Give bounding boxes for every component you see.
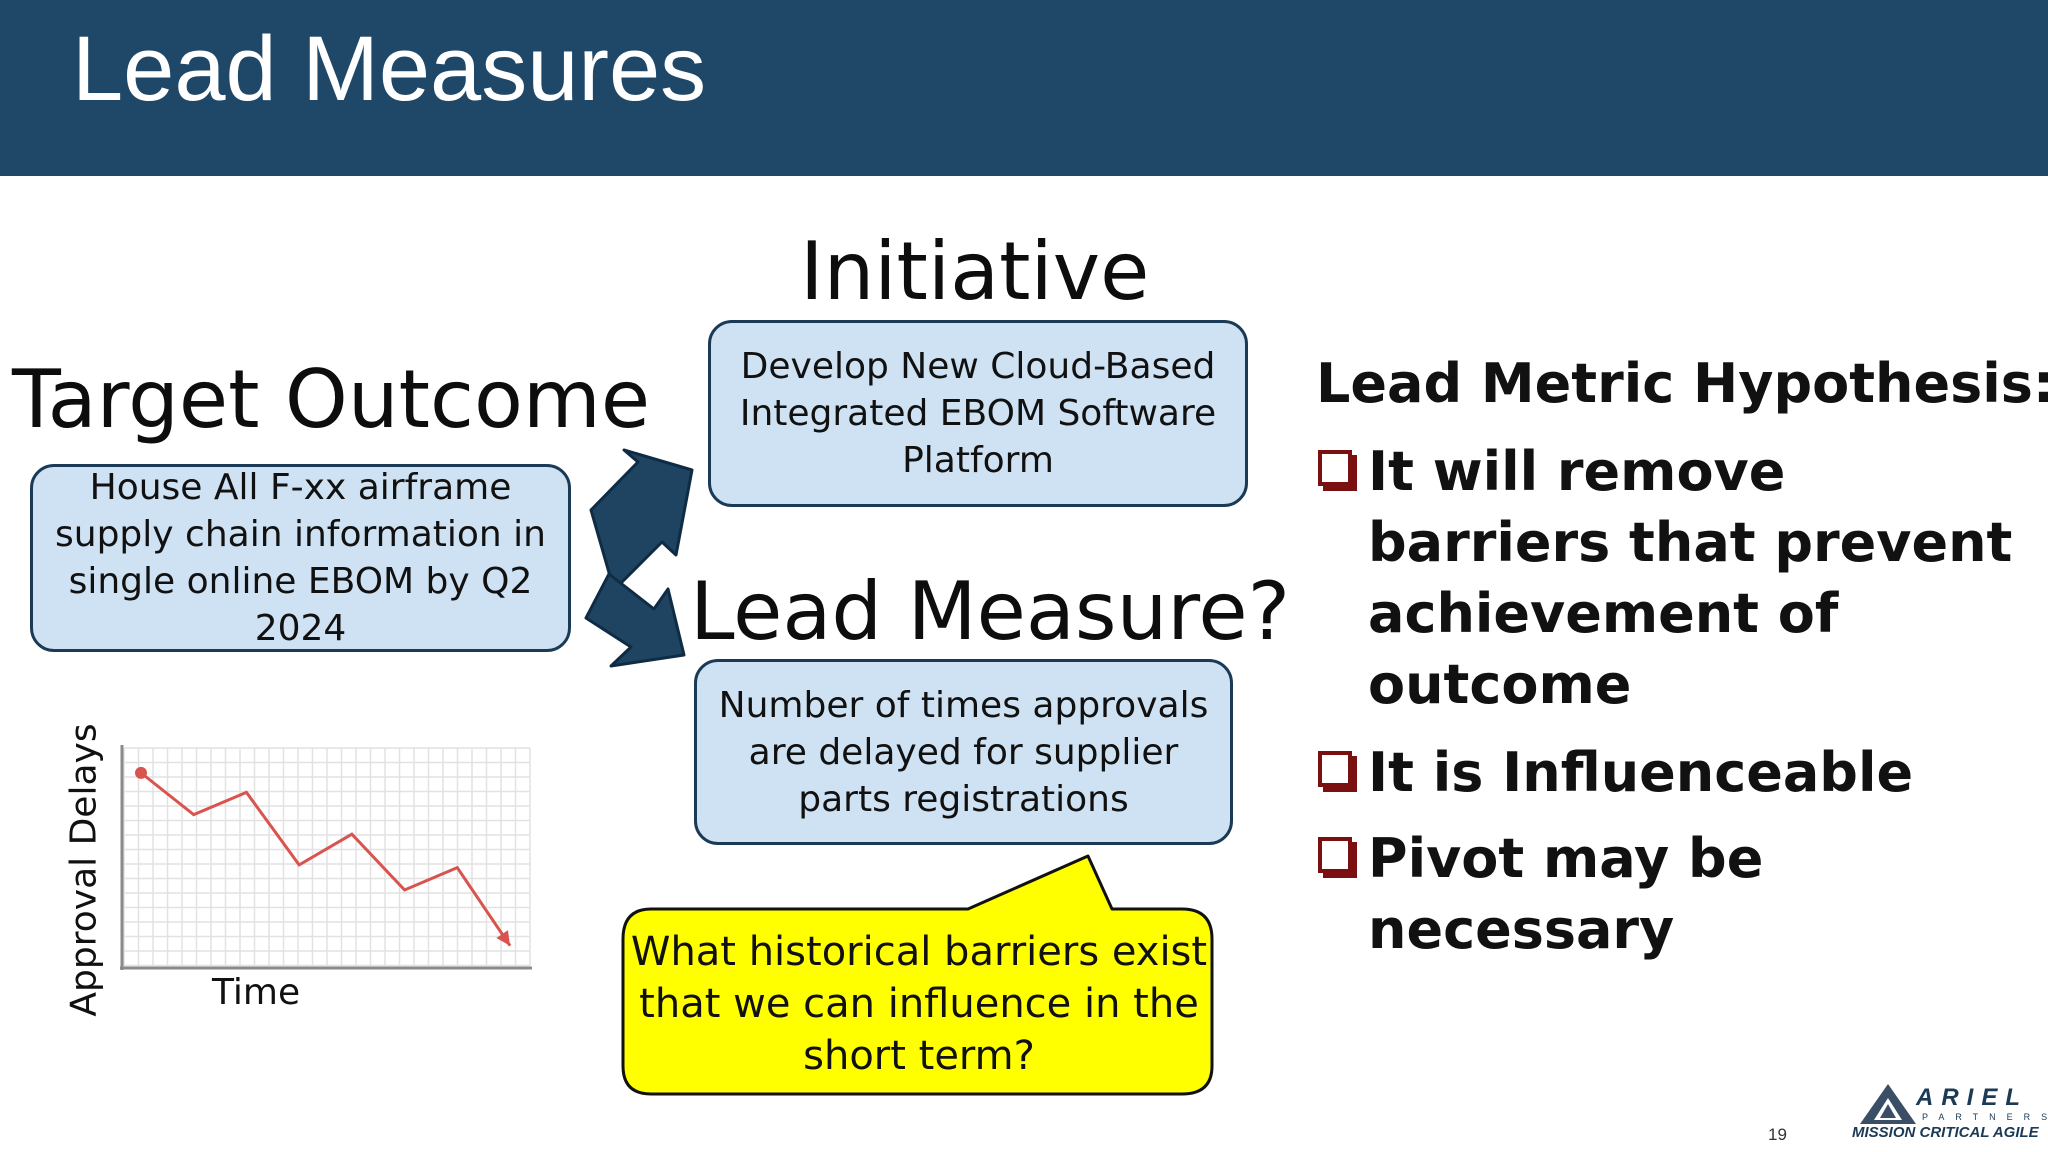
logo-wordmark: ARIEL	[1916, 1084, 2028, 1111]
chart-y-label: Approval Delays	[63, 723, 105, 1017]
ariel-partners-logo: ARIEL PARTNERS MISSION CRITICAL AGILE	[1852, 1080, 2047, 1144]
checkbox-icon	[1318, 837, 1352, 873]
logo-subtitle: PARTNERS	[1922, 1112, 2048, 1122]
hypothesis-item-text: Pivot may be necessary	[1368, 827, 1764, 961]
hypothesis-item: It will remove barriers that prevent ach…	[1318, 436, 2038, 720]
checkbox-icon	[1318, 450, 1352, 486]
chart-point	[135, 766, 147, 779]
title-bar: Lead Measures	[0, 0, 2048, 176]
lead-measure-box: Number of times approvals are delayed fo…	[694, 659, 1233, 845]
hypothesis-item: It is Influenceable	[1318, 737, 2038, 808]
hypothesis-item-text: It will remove barriers that prevent ach…	[1368, 440, 2013, 716]
approval-delays-chart	[120, 745, 532, 970]
logo-tagline: MISSION CRITICAL AGILE	[1852, 1124, 2039, 1141]
target-outcome-heading: Target Outcome	[12, 353, 651, 446]
hypothesis-title: Lead Metric Hypothesis:	[1316, 352, 2048, 415]
chart-series-line	[140, 771, 512, 947]
hypothesis-item: Pivot may be necessary	[1318, 823, 2038, 965]
initiative-heading: Initiative	[800, 225, 1150, 318]
chart-line-arrowhead	[496, 930, 510, 946]
callout-text: What historical barriers exist that we c…	[630, 929, 1208, 1079]
checkbox-icon	[1318, 751, 1352, 787]
callout-bubble	[621, 854, 1214, 1096]
ariel-triangle-icon	[1860, 1084, 1916, 1124]
target-outcome-box: House All F-xx airframe supply chain inf…	[30, 464, 571, 652]
chart-grid	[123, 747, 531, 967]
chart-points	[135, 766, 510, 946]
lead-measure-heading: Lead Measure?	[690, 565, 1291, 658]
chart-x-label: Time	[212, 972, 301, 1013]
arrow-to-initiative-icon	[589, 448, 694, 592]
arrow-to-lead-measure-icon	[584, 572, 686, 668]
page-title: Lead Measures	[72, 18, 707, 120]
hypothesis-item-text: It is Influenceable	[1368, 741, 1914, 804]
page-number: 19	[1768, 1125, 1787, 1144]
initiative-box: Develop New Cloud-Based Integrated EBOM …	[708, 320, 1248, 507]
